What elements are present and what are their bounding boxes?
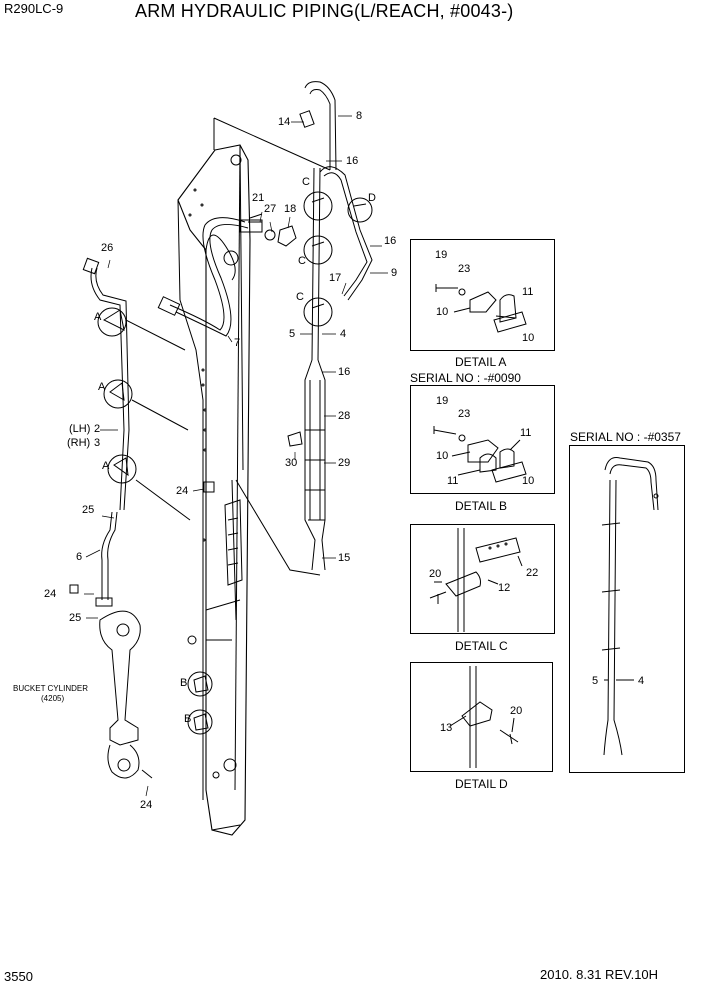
detail-b-serial: SERIAL NO : -#0090	[410, 371, 521, 385]
detail-b-11-top: 11	[520, 427, 532, 439]
detail-b-19: 19	[436, 395, 449, 407]
callout-8: 8	[356, 110, 363, 122]
detail-d-drawing	[449, 666, 519, 768]
serial-box-drawing	[601, 457, 659, 756]
callout-7: 7	[234, 337, 241, 349]
fittings-21-27-18	[248, 213, 297, 247]
detail-a-drawing	[435, 284, 527, 333]
pipe-2-3	[82, 257, 191, 521]
callout-rh: (RH)	[67, 437, 91, 449]
serial-box-label: SERIAL NO : -#0357	[570, 430, 681, 444]
detail-c-box	[410, 524, 555, 634]
arm-body	[177, 117, 331, 836]
hose-6-and-bucket-cylinder	[69, 481, 215, 779]
hose-7	[157, 217, 263, 337]
callout-a-1: A	[94, 311, 102, 323]
callout-b-1: B	[180, 677, 188, 689]
callout-24-bottom: 24	[140, 799, 153, 811]
detail-a-box	[410, 239, 555, 351]
detail-b-box	[410, 385, 555, 494]
detail-a-10-right: 10	[522, 332, 535, 344]
detail-d-box	[410, 662, 553, 772]
bucket-cylinder-code: (4205)	[41, 694, 65, 703]
detail-b-10-left: 10	[436, 450, 449, 462]
callout-c-2: C	[298, 255, 306, 267]
serial-box	[569, 445, 685, 773]
detail-b-11-bottom: 11	[447, 475, 459, 487]
detail-b-drawing	[433, 426, 527, 483]
detail-a-caption: DETAIL A	[455, 355, 507, 369]
detail-a-11: 11	[522, 286, 534, 298]
callout-24-left: 24	[44, 588, 57, 600]
callout-26: 26	[101, 242, 114, 254]
detail-c-12: 12	[498, 582, 511, 594]
callout-d: D	[368, 192, 376, 204]
detail-a-10-left: 10	[436, 306, 449, 318]
callout-16-low: 16	[338, 366, 351, 378]
callout-18: 18	[284, 203, 297, 215]
callout-4: 4	[340, 328, 347, 340]
callout-16-mid: 16	[384, 235, 397, 247]
pipe-assembly-4-5-8-9	[235, 81, 373, 576]
callout-25-low: 25	[69, 612, 82, 624]
callout-a-2: A	[98, 381, 106, 393]
detail-c-drawing	[429, 528, 523, 632]
callout-25-top: 25	[82, 504, 95, 516]
callout-2: 2	[94, 423, 101, 435]
detail-c-caption: DETAIL C	[455, 639, 508, 653]
callout-28: 28	[338, 410, 351, 422]
detail-b-10-right: 10	[522, 475, 535, 487]
callout-c-1: C	[302, 176, 310, 188]
callout-30: 30	[285, 457, 298, 469]
callout-21: 21	[252, 192, 265, 204]
serial-box-4: 4	[638, 675, 645, 687]
callout-3: 3	[94, 437, 101, 449]
callout-27: 27	[264, 203, 277, 215]
callout-b-2: B	[184, 713, 192, 725]
brackets-b	[187, 671, 213, 735]
page-title: ARM HYDRAULIC PIPING(L/REACH, #0043-)	[135, 1, 514, 21]
detail-c-22: 22	[526, 567, 539, 579]
callout-6: 6	[76, 551, 83, 563]
detail-c-20: 20	[429, 568, 442, 580]
date-revision: 2010. 8.31 REV.10H	[540, 967, 659, 982]
detail-b-23: 23	[458, 408, 471, 420]
detail-b-caption: DETAIL B	[455, 499, 508, 513]
model-number: R290LC-9	[4, 1, 64, 16]
callout-24-arm: 24	[176, 485, 189, 497]
callout-lh: (LH)	[69, 423, 91, 435]
detail-d-caption: DETAIL D	[455, 777, 508, 791]
page-number: 3550	[4, 969, 33, 984]
callout-c-3: C	[296, 291, 304, 303]
callout-5: 5	[289, 328, 296, 340]
detail-a-19: 19	[435, 249, 448, 261]
callout-14: 14	[278, 116, 291, 128]
detail-a-23: 23	[458, 263, 471, 275]
detail-d-13: 13	[440, 722, 453, 734]
callout-9: 9	[391, 267, 398, 279]
bucket-cylinder-label: BUCKET CYLINDER	[13, 684, 88, 693]
serial-box-5: 5	[592, 675, 599, 687]
leader-lines	[84, 115, 388, 797]
callout-16-top: 16	[346, 155, 359, 167]
callout-a-3: A	[102, 460, 110, 472]
callout-29: 29	[338, 457, 351, 469]
detail-d-20: 20	[510, 705, 523, 717]
callout-15: 15	[338, 552, 351, 564]
callout-17: 17	[329, 272, 342, 284]
